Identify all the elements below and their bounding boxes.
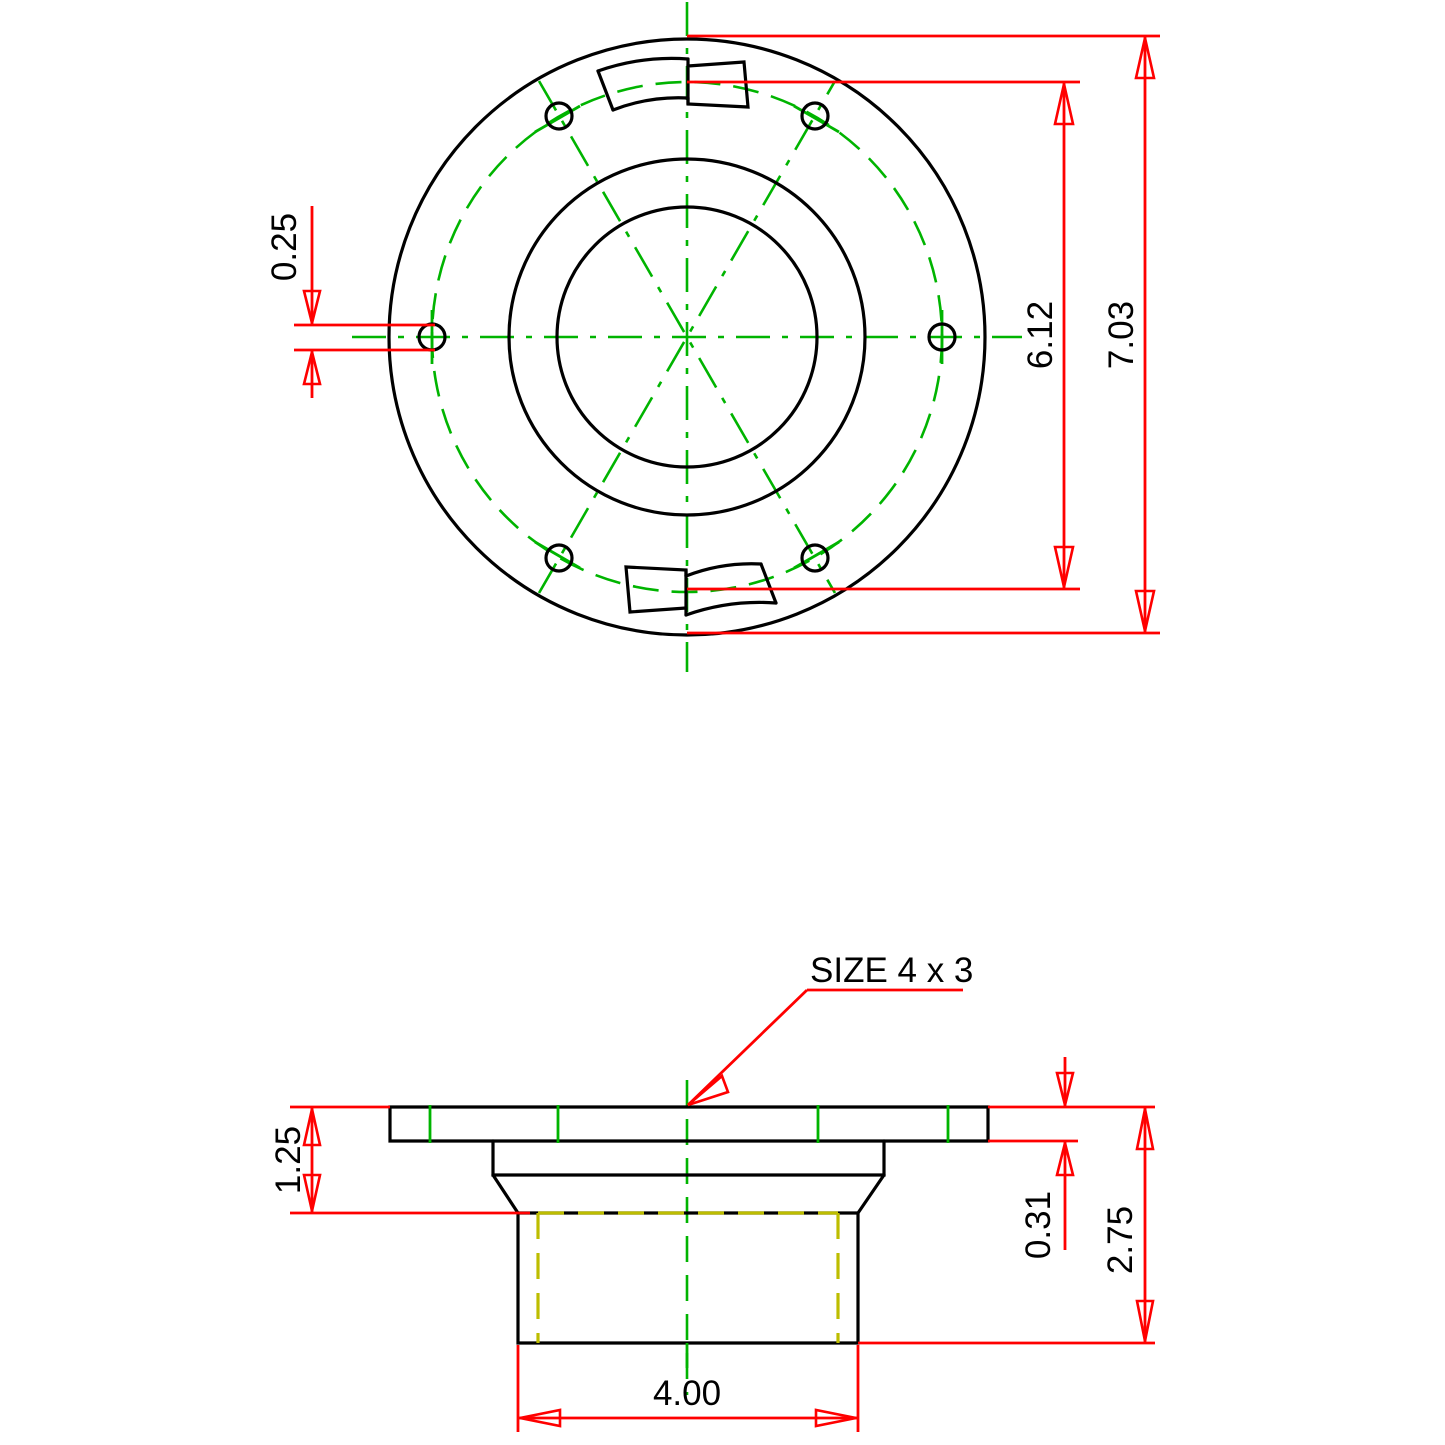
lower-slot-right-end xyxy=(759,562,778,605)
size-callout-leader-slant xyxy=(687,988,808,1107)
dim-1-25-arrow-top xyxy=(302,1108,322,1147)
dim-1-25-group: 1.25 xyxy=(269,1105,530,1215)
bore-hidden-lines xyxy=(536,1211,840,1343)
upper-slot-left-end xyxy=(596,69,615,112)
section-view: SIZE 4 x 3 1.25 0.31 2.75 xyxy=(269,951,1155,1432)
upper-slot-rectangle xyxy=(686,60,750,109)
dim-1-25-arrow-bottom xyxy=(302,1173,322,1212)
bolt-hole-tick-upper-right xyxy=(793,104,840,134)
hub-outer-circle xyxy=(507,157,867,517)
dim-4-00-group: 4.00 xyxy=(516,1345,860,1432)
dim-2-75-label: 2.75 xyxy=(1101,1206,1140,1274)
upper-slot-outer-arc xyxy=(596,56,690,73)
bolt-hole-right xyxy=(927,322,957,352)
dim-0-31-arrow-bottom xyxy=(1055,1142,1075,1177)
dim-0-31-arrow-top xyxy=(1055,1071,1075,1106)
upper-slot-inner-arc xyxy=(611,96,690,112)
bolt-hole-tick-lower-right xyxy=(793,540,840,570)
dim-0-25-group: 0.25 xyxy=(265,206,435,398)
bolt-hole-upper-right xyxy=(800,101,830,131)
bolt-hole-tick-upper-left xyxy=(534,104,581,134)
lower-arc-slot xyxy=(624,562,778,617)
dim-4-00-arrow-right xyxy=(814,1408,857,1428)
top-view-centerlines xyxy=(352,2,1022,672)
dim-7-03-group: 7.03 xyxy=(687,34,1160,635)
dim-6-12-group: 6.12 xyxy=(687,80,1080,591)
dim-0-25-label: 0.25 xyxy=(265,213,304,281)
dim-4-00-arrow-left xyxy=(519,1408,562,1428)
dim-4-00-label: 4.00 xyxy=(653,1374,721,1413)
outer-flange-circle xyxy=(387,37,987,637)
dim-0-31-label: 0.31 xyxy=(1019,1191,1058,1259)
hub-taper-left xyxy=(491,1173,520,1215)
flange-plate-outline xyxy=(388,1105,990,1143)
dim-0-25-arrow-upper xyxy=(302,289,322,324)
size-callout-arrowhead xyxy=(687,1073,730,1107)
bolt-hole-lower-left xyxy=(544,543,574,573)
dim-2-75-arrow-bottom xyxy=(1135,1299,1155,1342)
dim-7-03-arrow-top xyxy=(1134,37,1156,80)
hub-outline xyxy=(491,1139,886,1177)
top-view: 7.03 6.12 0.25 xyxy=(265,2,1160,672)
dim-2-75-arrow-top xyxy=(1135,1108,1155,1151)
upper-arc-slot xyxy=(596,56,750,112)
dim-7-03-label: 7.03 xyxy=(1102,301,1141,369)
bolt-hole-tick-lower-left xyxy=(534,540,581,570)
bore-circle xyxy=(555,205,819,469)
section-bolt-hole-centerlines xyxy=(428,1105,950,1368)
dim-6-12-arrow-top xyxy=(1053,83,1075,126)
lower-slot-rectangle xyxy=(624,565,688,614)
dim-0-25-arrow-lower xyxy=(302,351,322,386)
hub-taper-right xyxy=(856,1173,886,1215)
size-callout-group: SIZE 4 x 3 xyxy=(687,951,973,1107)
lower-slot-outer-arc xyxy=(684,600,778,617)
dim-2-75-group: 2.75 xyxy=(858,1107,1155,1345)
lower-slot-inner-arc xyxy=(684,562,763,578)
size-callout-label: SIZE 4 x 3 xyxy=(810,951,973,990)
dim-1-25-label: 1.25 xyxy=(269,1126,308,1194)
dim-7-03-arrow-bottom xyxy=(1134,589,1156,632)
bolt-hole-upper-left xyxy=(544,101,574,131)
dim-0-31-group: 0.31 xyxy=(988,1057,1155,1259)
bolt-hole-lower-right xyxy=(800,543,830,573)
dim-6-12-arrow-bottom xyxy=(1053,545,1075,588)
dim-6-12-label: 6.12 xyxy=(1021,301,1060,369)
